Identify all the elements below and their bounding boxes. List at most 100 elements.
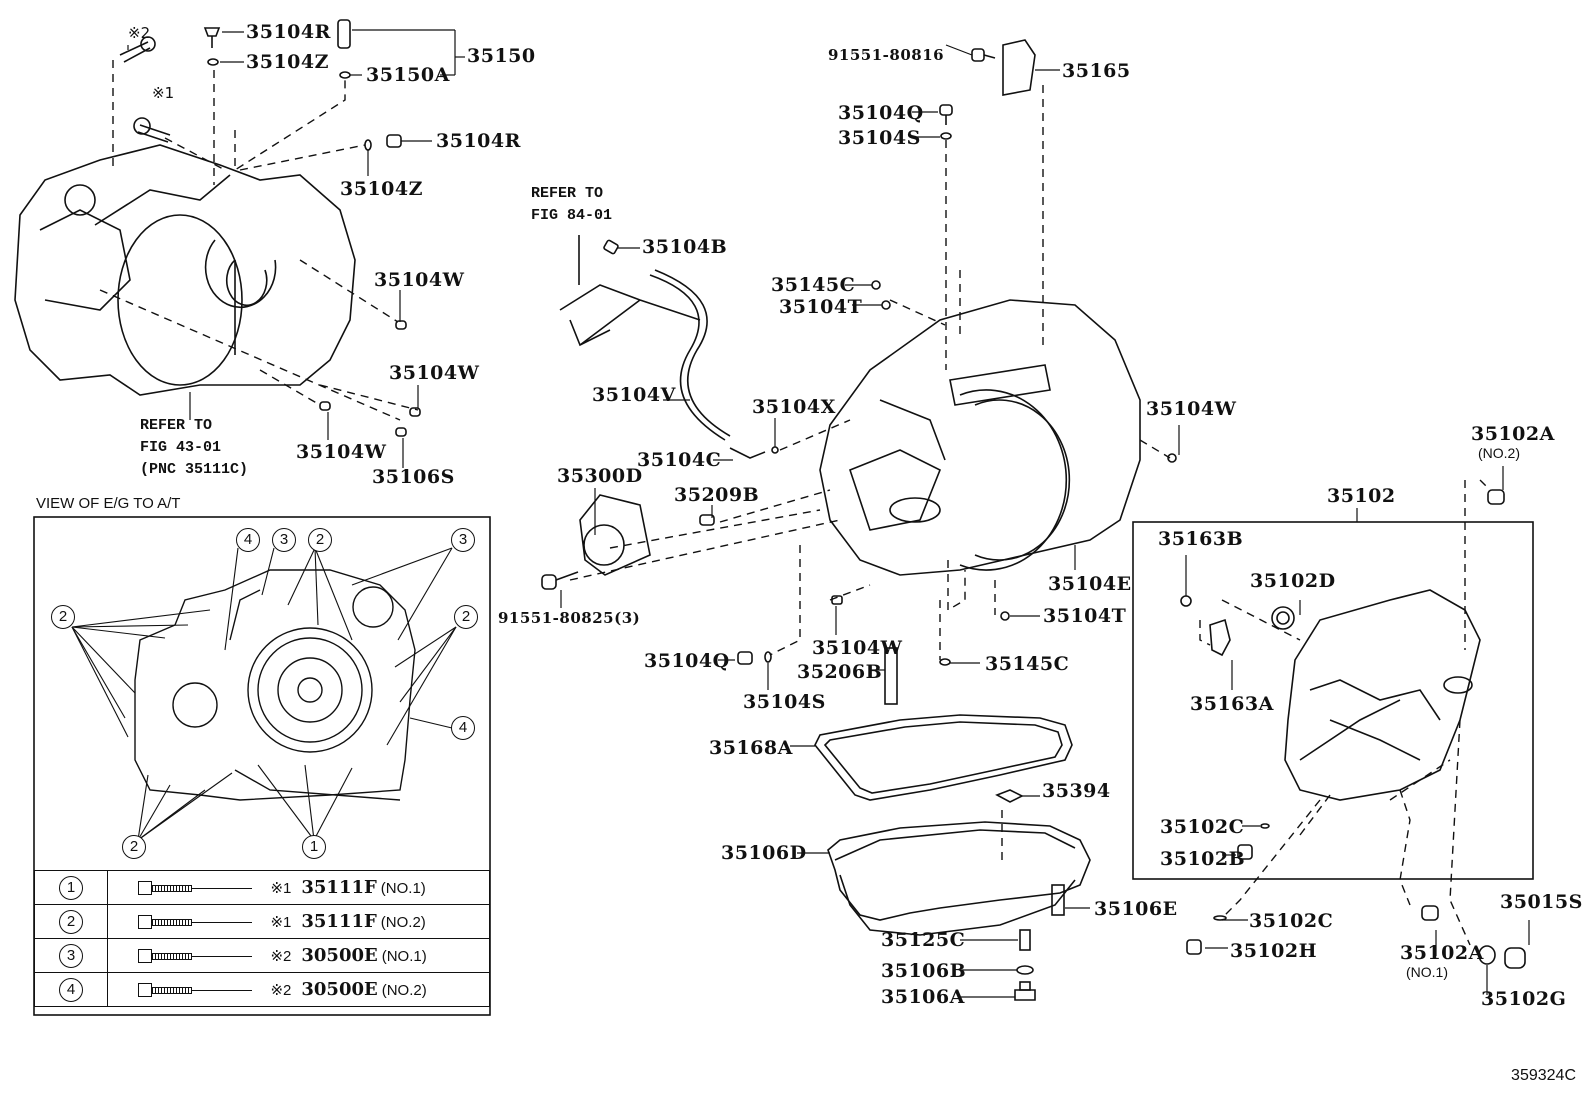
part-label[interactable]: 35102B xyxy=(1160,848,1246,870)
part-label[interactable]: 35104Q xyxy=(838,102,924,124)
legend-number: 3 xyxy=(59,943,83,968)
part-label[interactable]: 35102C xyxy=(1160,816,1245,838)
part-label[interactable]: 35106A xyxy=(881,986,965,1008)
view-title: VIEW OF E/G TO A/T xyxy=(36,495,181,512)
part-label[interactable]: 35102A xyxy=(1400,942,1484,964)
part-label[interactable]: 35104W xyxy=(389,362,480,384)
part-label[interactable]: 35104B xyxy=(642,236,728,258)
refer-note-fig-84-01: REFER TO FIG 84-01 xyxy=(531,185,613,224)
part-label[interactable]: 35015S xyxy=(1500,891,1583,913)
part-label[interactable]: 91551-80816 xyxy=(828,46,945,64)
part-label[interactable]: 35206B xyxy=(797,661,883,683)
part-label[interactable]: 35125C xyxy=(881,929,966,951)
part-label[interactable]: 35145C xyxy=(771,274,856,296)
assembly-lines-left xyxy=(99,60,419,421)
part-label[interactable]: 35104S xyxy=(838,127,921,149)
part-label[interactable]: 35104Z xyxy=(246,51,329,73)
oil-pan-assembly xyxy=(814,714,1091,1001)
legend-variant: (NO.2) xyxy=(381,982,427,999)
callout-bubble: 4 xyxy=(236,528,260,552)
part-label[interactable]: 35150A xyxy=(366,64,450,86)
part-label[interactable]: 35104Z xyxy=(340,178,423,200)
part-label[interactable]: 35104T xyxy=(1043,605,1127,627)
part-variant-label: (NO.1) xyxy=(1406,964,1448,980)
engine-side-view xyxy=(134,569,416,801)
legend-variant: (NO.1) xyxy=(381,948,427,965)
part-label[interactable]: 35104R xyxy=(436,130,521,152)
part-label[interactable]: 35102G xyxy=(1481,988,1567,1010)
part-label[interactable]: 35104S xyxy=(743,691,826,713)
part-label[interactable]: 35104T xyxy=(779,296,863,318)
part-label[interactable]: 35145C xyxy=(985,653,1070,675)
refer-note-fig-43-01: REFER TO FIG 43-01 (PNC 35111C) xyxy=(140,417,249,478)
legend-number: 4 xyxy=(59,977,83,1002)
part-label[interactable]: 35104X xyxy=(752,396,836,418)
part-label[interactable]: 35102H xyxy=(1230,940,1318,962)
part-label[interactable]: 35106D xyxy=(721,842,807,864)
part-label[interactable]: 35106B xyxy=(881,960,967,982)
legend-mark: ※1 xyxy=(270,914,292,931)
legend-variant: (NO.2) xyxy=(380,914,426,931)
transaxle-housing-left xyxy=(14,144,356,396)
part-label[interactable]: 35168A xyxy=(709,737,793,759)
legend-row: 4 ※2 30500E(NO.2) xyxy=(34,972,490,1007)
bolt-icon xyxy=(138,982,252,997)
bolt-icon xyxy=(138,880,252,895)
part-label[interactable]: 35102A xyxy=(1471,423,1555,445)
part-label[interactable]: 35104W xyxy=(296,441,387,463)
bolt-icon xyxy=(138,914,252,929)
part-label[interactable]: 35209B xyxy=(674,484,760,506)
callout-bubble: 2 xyxy=(308,528,332,552)
part-label[interactable]: 91551-80825(3) xyxy=(498,609,641,627)
legend-mark: ※1 xyxy=(270,880,292,897)
legend-part-number[interactable]: 35111F xyxy=(301,877,377,898)
part-label[interactable]: 35165 xyxy=(1062,60,1131,82)
leader-lines-pan xyxy=(790,745,1090,998)
part-label[interactable]: 35102 xyxy=(1327,485,1396,507)
part-label[interactable]: 35104Q xyxy=(644,650,730,672)
part-label[interactable]: 35163B xyxy=(1158,528,1244,550)
legend-part-number[interactable]: 30500E xyxy=(301,979,378,1000)
transaxle-case-center xyxy=(819,299,1141,576)
callout-bubble: 3 xyxy=(272,528,296,552)
legend-mark: ※2 xyxy=(270,982,292,999)
legend-row: 3 ※2 30500E(NO.1) xyxy=(34,938,490,973)
parts-center xyxy=(541,39,1177,705)
assembly-lines-right xyxy=(1199,479,1491,946)
part-label[interactable]: 35104W xyxy=(1146,398,1237,420)
leader-lines-center xyxy=(560,44,1180,690)
legend-part-number[interactable]: 30500E xyxy=(301,945,378,966)
mark-2: ※2 xyxy=(128,24,151,42)
part-label[interactable]: 35104W xyxy=(374,269,465,291)
legend-variant: (NO.1) xyxy=(380,880,426,897)
legend-number: 2 xyxy=(59,909,83,934)
part-label[interactable]: 35104R xyxy=(246,21,331,43)
part-label[interactable]: 35150 xyxy=(467,45,536,67)
part-label[interactable]: 35104W xyxy=(812,637,903,659)
part-label[interactable]: 35394 xyxy=(1042,780,1111,802)
mark-1: ※1 xyxy=(152,84,175,102)
assembly-lines-center xyxy=(569,85,1171,860)
part-variant-label: (NO.2) xyxy=(1478,445,1520,461)
legend-part-number[interactable]: 35111F xyxy=(301,911,377,932)
legend-mark: ※2 xyxy=(270,948,292,965)
part-label[interactable]: 35104E xyxy=(1048,573,1132,595)
leader-lines-right xyxy=(1185,466,1530,995)
callout-bubble: 1 xyxy=(302,835,326,859)
part-label[interactable]: 35106S xyxy=(372,466,455,488)
part-label[interactable]: 35106E xyxy=(1094,898,1178,920)
callout-bubble: 4 xyxy=(451,716,475,740)
callout-bubble: 2 xyxy=(122,835,146,859)
part-label[interactable]: 35102D xyxy=(1250,570,1336,592)
part-label[interactable]: 35163A xyxy=(1190,693,1274,715)
part-label[interactable]: 35300D xyxy=(557,465,643,487)
callout-bubble: 2 xyxy=(454,605,478,629)
legend-row: 2 ※1 35111F(NO.2) xyxy=(34,904,490,939)
part-label[interactable]: 35104C xyxy=(637,449,722,471)
part-label[interactable]: 35102C xyxy=(1249,910,1334,932)
part-label[interactable]: 35104V xyxy=(592,384,676,406)
leader-lines-top-left xyxy=(127,29,465,468)
